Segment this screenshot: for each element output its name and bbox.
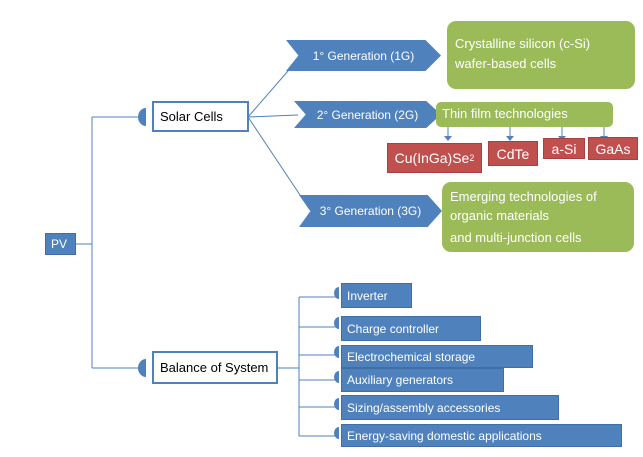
generation-2-label: 2° Generation (2G): [316, 107, 419, 122]
bos-item-label: Inverter: [347, 288, 388, 303]
material-a-si: a-Si: [543, 138, 585, 159]
generation-3-description-line: organic materials: [450, 208, 549, 223]
material-cdte: CdTe: [488, 141, 538, 166]
generation-2-arrow: 2° Generation (2G): [294, 101, 441, 128]
bos-item-electrochemical-storage: Electrochemical storage: [341, 345, 533, 368]
cdte-label: CdTe: [496, 145, 530, 162]
thin-film-label: Thin film technologies: [442, 106, 568, 121]
material-gaas: GaAs: [588, 137, 638, 160]
bos-item-label: Charge controller: [347, 321, 440, 336]
bos-item-energy-saving-domestic-applications: Energy-saving domestic applications: [341, 424, 622, 447]
bos-item-label: Energy-saving domestic applications: [347, 428, 542, 443]
generation-3-description-line: and multi-junction cells: [450, 230, 582, 245]
solar-cells-node: Solar Cells: [152, 101, 249, 132]
bos-item-label: Electrochemical storage: [347, 349, 476, 364]
a-si-label: a-Si: [551, 140, 577, 157]
generation-3-arrow: 3° Generation (3G): [299, 195, 442, 227]
balance-of-system-node: Balance of System: [152, 351, 278, 384]
pv-node: PV: [45, 233, 76, 255]
generation-1-label: 1° Generation (1G): [312, 48, 415, 63]
generation-3-description: Emerging technologies of organic materia…: [442, 182, 634, 252]
generation-3-label: 3° Generation (3G): [319, 204, 422, 218]
generation-1-description-line: wafer-based cells: [455, 56, 557, 71]
solar-cells-label: Solar Cells: [160, 109, 223, 124]
bos-item-charge-controller: Charge controller: [341, 316, 481, 341]
pv-label: PV: [51, 237, 68, 251]
bos-item-sizing-assembly-accessories: Sizing/assembly accessories: [341, 395, 559, 420]
bos-item-inverter: Inverter: [341, 283, 412, 308]
generation-1-description: Crystalline silicon (c-Si) wafer-based c…: [447, 21, 635, 89]
gaas-label: GaAs: [595, 140, 631, 157]
thin-film-box: Thin film technologies: [436, 102, 613, 127]
generation-3-description-line: Emerging technologies of: [450, 189, 597, 204]
cigs-label: Cu(InGa)Se: [394, 150, 470, 166]
bos-item-label: Auxiliary generators: [347, 373, 454, 387]
bos-item-auxiliary-generators: Auxiliary generators: [341, 368, 504, 392]
bos-item-label: Sizing/assembly accessories: [347, 400, 501, 415]
generation-1-arrow: 1° Generation (1G): [286, 40, 441, 71]
balance-of-system-label: Balance of System: [160, 360, 269, 375]
cigs-subscript: 2: [469, 153, 475, 163]
generation-1-description-line: Crystalline silicon (c-Si): [455, 36, 591, 51]
